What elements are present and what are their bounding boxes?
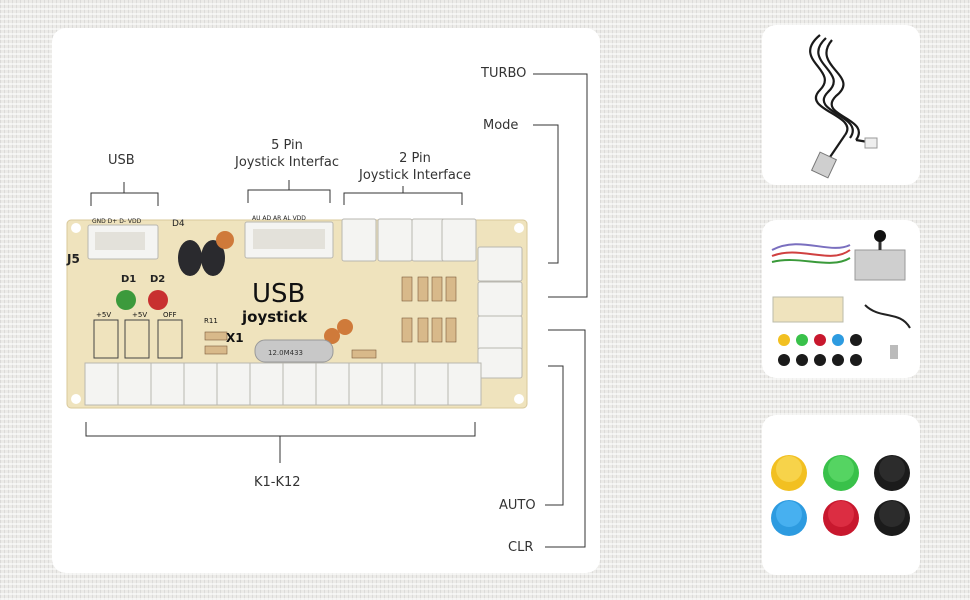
label-clr: CLR: [508, 540, 534, 555]
buttons-thumbnail[interactable]: [762, 415, 920, 575]
svg-text:+5V: +5V: [132, 311, 147, 319]
label-turbo: TURBO: [481, 66, 527, 81]
arcade-buttons-image: [771, 455, 910, 536]
svg-text:+5V: +5V: [96, 311, 111, 319]
led-green: [116, 290, 136, 310]
svg-text:12.0M433: 12.0M433: [268, 349, 303, 357]
svg-text:D1: D1: [121, 274, 136, 285]
led-red: [148, 290, 168, 310]
cable-thumbnail[interactable]: [762, 25, 920, 185]
svg-text:X1: X1: [226, 331, 244, 345]
kit-image: [771, 230, 911, 366]
label-5pin: 5 Pin Joystick Interfac: [235, 138, 339, 170]
svg-text:OFF: OFF: [163, 311, 177, 319]
svg-text:D4: D4: [172, 219, 185, 229]
k-connectors: [84, 362, 482, 406]
svg-text:R11: R11: [204, 317, 218, 325]
usb-cable-image: [809, 34, 869, 161]
label-usb: USB: [108, 153, 135, 168]
usb-bracket: [85, 73, 588, 548]
silk-j5: J5: [66, 252, 80, 266]
svg-text:GND D+ D- VDD: GND D+ D- VDD: [92, 218, 142, 225]
svg-text:D2: D2: [150, 274, 165, 285]
label-auto: AUTO: [499, 498, 536, 513]
silk-joystick: joystick: [241, 308, 308, 326]
label-k1-k12: K1-K12: [254, 475, 301, 490]
label-mode: Mode: [483, 118, 519, 133]
svg-text:AU AD AR AL VDD: AU AD AR AL VDD: [252, 215, 306, 222]
label-2pin: 2 Pin Joystick Interface: [359, 151, 471, 183]
silk-usb: USB: [252, 279, 305, 309]
